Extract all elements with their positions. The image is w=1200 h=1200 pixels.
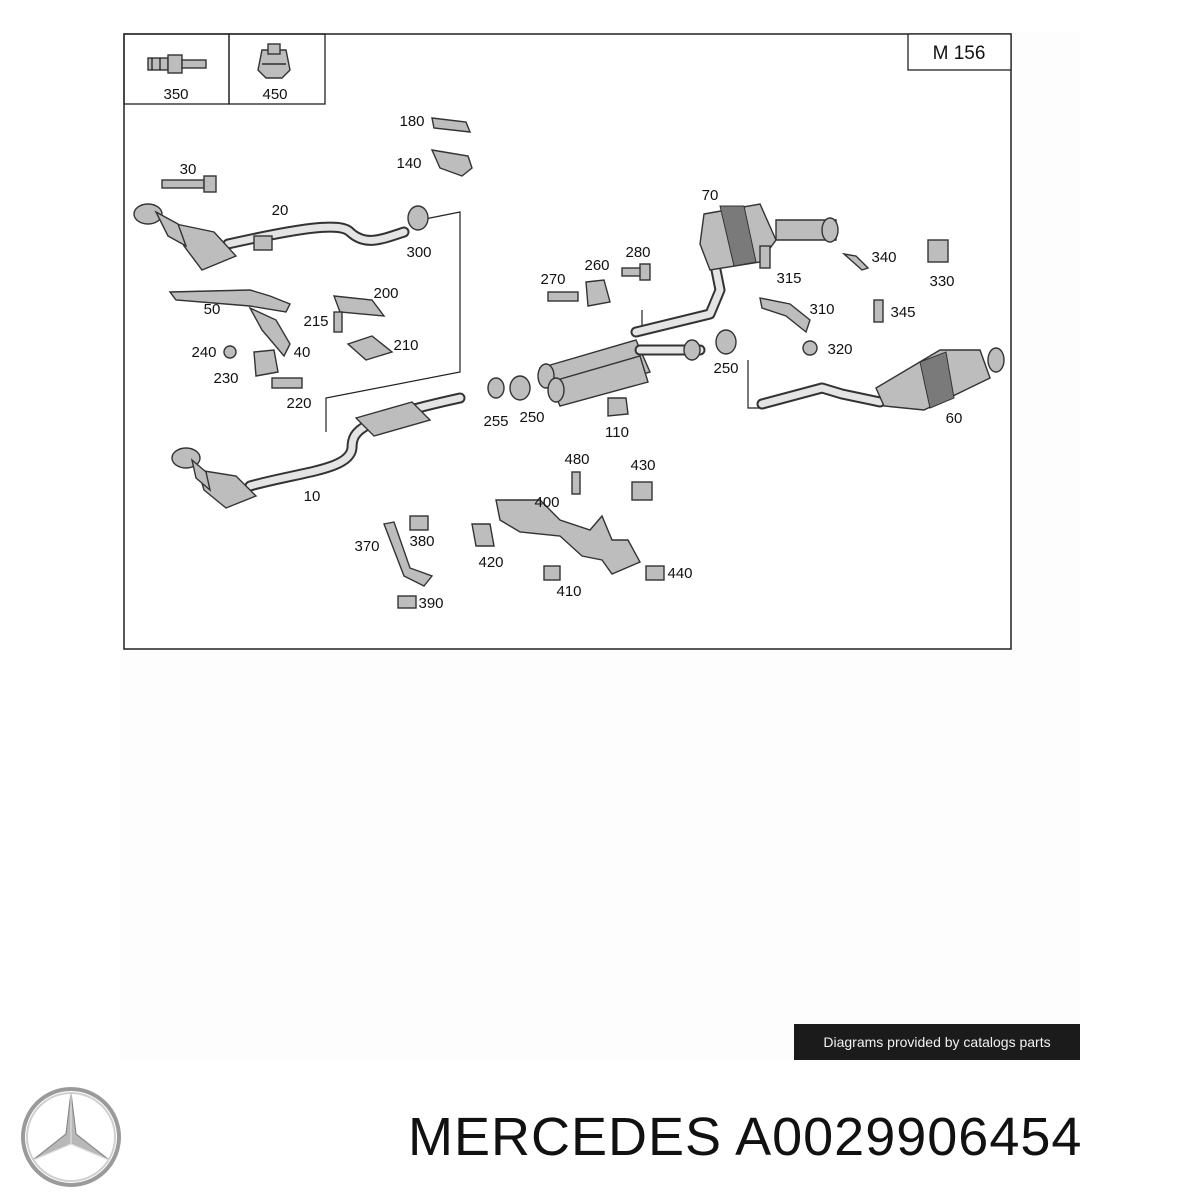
callout-340: 340	[871, 249, 896, 266]
callout-200: 200	[373, 285, 398, 302]
bracket-assembly-400	[471, 499, 641, 575]
callout-300: 300	[406, 244, 431, 261]
callout-210: 210	[393, 337, 418, 354]
middle-section	[537, 264, 726, 407]
diagram-frame	[123, 33, 1012, 650]
callout-215: 215	[303, 313, 328, 330]
callout-180: 180	[399, 113, 424, 130]
callout-370: 370	[354, 538, 379, 555]
callout-40: 40	[294, 344, 311, 361]
callout-labels: 30 20 180 140 300 200 50 215 210 240 40 …	[180, 113, 963, 612]
inset-label-350: 350	[163, 86, 188, 103]
callout-430: 430	[630, 457, 655, 474]
credit-text: Diagrams provided by catalogs parts	[823, 1034, 1051, 1050]
callout-440: 440	[667, 565, 692, 582]
front-pipe-20	[133, 203, 410, 271]
callout-240: 240	[191, 344, 216, 361]
callout-320: 320	[827, 341, 852, 358]
callout-10: 10	[304, 488, 321, 505]
callout-140: 140	[396, 155, 421, 172]
footer-title: MERCEDES A0029906454	[408, 1106, 1188, 1168]
callout-280: 280	[625, 244, 650, 261]
callout-315: 315	[776, 270, 801, 287]
callout-30: 30	[180, 161, 197, 178]
rear-muffler-70	[699, 203, 839, 271]
callout-410: 410	[556, 583, 581, 600]
callout-20: 20	[272, 202, 289, 219]
credit-banner: Diagrams provided by catalogs parts	[794, 1024, 1080, 1060]
mercedes-star-icon	[21, 1087, 121, 1187]
model-code: M 156	[933, 43, 986, 64]
callout-400: 400	[534, 494, 559, 511]
model-code-box	[907, 33, 1012, 71]
callout-420: 420	[478, 554, 503, 571]
callout-250-upper: 250	[713, 360, 738, 377]
callout-260: 260	[584, 257, 609, 274]
callout-250-lower: 250	[519, 409, 544, 426]
callout-70: 70	[702, 187, 719, 204]
callout-220: 220	[286, 395, 311, 412]
callout-60: 60	[946, 410, 963, 427]
callout-345: 345	[890, 304, 915, 321]
oxygen-sensor-icon	[147, 54, 207, 74]
inset-label-450: 450	[262, 86, 287, 103]
callout-230: 230	[213, 370, 238, 387]
callout-255: 255	[483, 413, 508, 430]
part-number: A0029906454	[735, 1107, 1083, 1167]
callout-330: 330	[929, 273, 954, 290]
callout-270: 270	[540, 271, 565, 288]
small-hardware	[161, 117, 949, 609]
callout-390: 390	[418, 595, 443, 612]
clip-icon	[257, 43, 291, 79]
callout-50: 50	[204, 301, 221, 318]
callout-310: 310	[809, 301, 834, 318]
rear-muffler-60	[756, 347, 1005, 411]
brand-name: MERCEDES	[408, 1107, 723, 1167]
callout-380: 380	[409, 533, 434, 550]
callout-480: 480	[564, 451, 589, 468]
callout-110: 110	[605, 424, 629, 441]
front-pipe-10	[171, 392, 466, 509]
inset-panel: 350 450	[123, 33, 326, 105]
